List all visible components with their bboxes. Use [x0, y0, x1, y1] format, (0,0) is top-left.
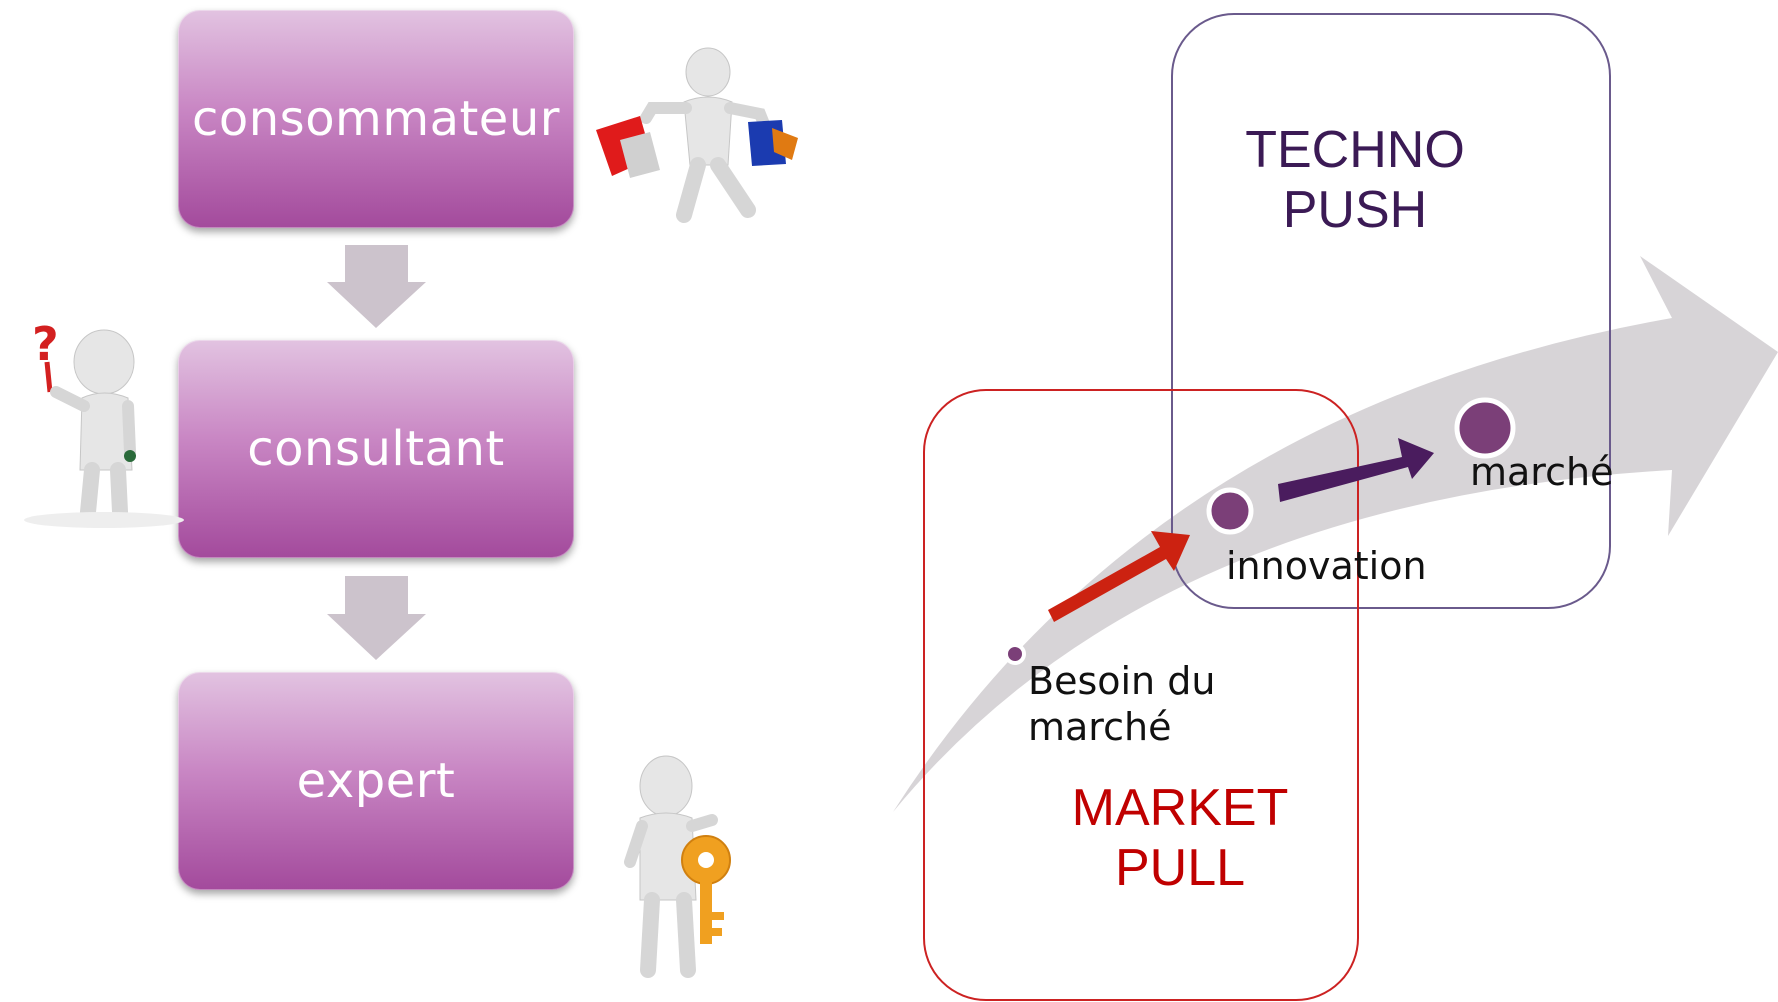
down-arrow-1 [327, 245, 426, 328]
box-consommateur: consommateur [178, 10, 574, 228]
market-dot [1454, 397, 1516, 459]
need-label-line-2: marché [1028, 705, 1172, 749]
techno-push-box [1171, 13, 1611, 609]
market-line-1: MARKET [1071, 779, 1289, 837]
market-line-2: PULL [1114, 839, 1246, 897]
swoosh-arrow [893, 256, 1778, 812]
market-pull-title: MARKET PULL [1045, 778, 1315, 898]
techno-line-1: TECHNO [1245, 121, 1465, 179]
box-consommateur-label: consommateur [192, 91, 560, 147]
shopper-figure-icon [596, 47, 798, 223]
down-arrow-2 [327, 576, 426, 660]
market-label: marché [1470, 450, 1614, 494]
question-figure-icon: ? [24, 317, 184, 528]
svg-text:?: ? [32, 317, 59, 371]
techno-line-2: PUSH [1282, 181, 1428, 239]
need-label-line-1: Besoin du [1028, 659, 1216, 703]
need-label: Besoin du marché [1028, 658, 1215, 750]
need-dot [1004, 643, 1026, 665]
techno-push-title: TECHNO PUSH [1220, 120, 1490, 240]
purple-arrow [1278, 438, 1434, 502]
box-expert-label: expert [296, 753, 456, 809]
innovation-label: innovation [1226, 544, 1427, 588]
box-expert: expert [178, 672, 574, 890]
key-figure-icon [624, 755, 731, 978]
box-consultant: consultant [178, 340, 574, 558]
box-consultant-label: consultant [247, 421, 505, 477]
innovation-dot [1206, 487, 1254, 535]
red-arrow [1048, 531, 1190, 622]
market-pull-box [923, 389, 1359, 1001]
